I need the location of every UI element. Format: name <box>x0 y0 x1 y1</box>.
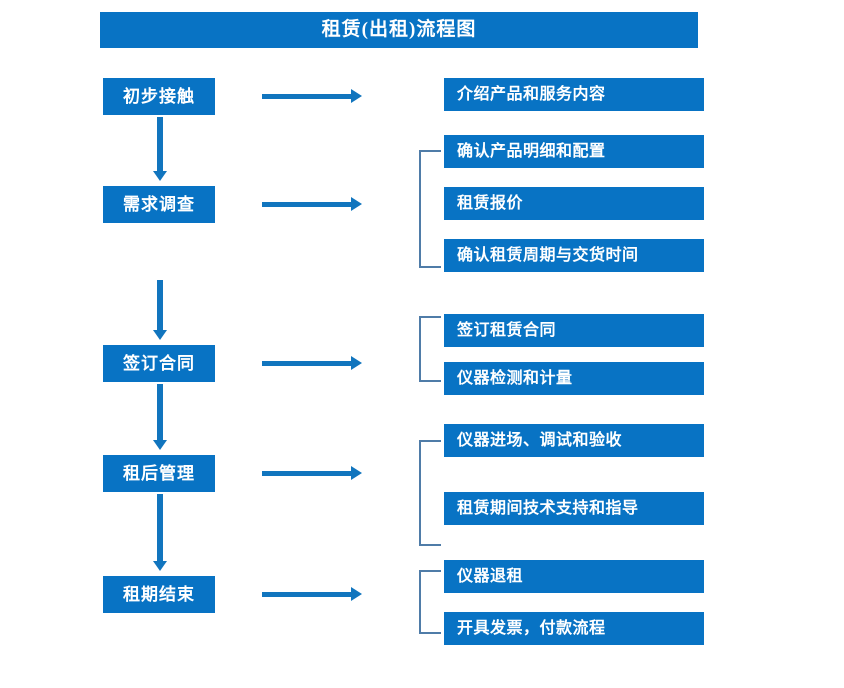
group-bracket-lease-end <box>419 570 441 634</box>
arrow-shaft <box>262 471 351 476</box>
arrow-head <box>351 356 362 370</box>
stage-box-demand-survey[interactable]: 需求调查 <box>103 186 215 223</box>
detail-box-rental-quotation[interactable]: 租赁报价 <box>444 187 704 220</box>
arrow-head <box>153 330 167 340</box>
group-bracket-sign-contract <box>419 316 441 382</box>
arrow-head <box>153 171 167 181</box>
detail-box-instrument-return[interactable]: 仪器退租 <box>444 560 704 593</box>
arrow-shaft <box>262 592 351 597</box>
arrow-shaft <box>157 384 163 440</box>
right-arrow-lease-end <box>262 587 362 601</box>
stage-box-initial-contact[interactable]: 初步接触 <box>103 78 215 115</box>
arrow-shaft <box>262 202 351 207</box>
chart-title: 租赁(出租)流程图 <box>100 12 698 48</box>
down-arrow-contract-to-management <box>151 384 169 452</box>
arrow-shaft <box>157 117 163 171</box>
arrow-shaft <box>262 94 351 99</box>
arrow-shaft <box>157 494 163 561</box>
right-arrow-sign-contract <box>262 356 362 370</box>
arrow-shaft <box>157 280 163 330</box>
group-bracket-post-rental-management <box>419 440 441 546</box>
arrow-head <box>351 197 362 211</box>
arrow-head <box>351 587 362 601</box>
detail-box-confirm-product-spec[interactable]: 确认产品明细和配置 <box>444 135 704 168</box>
detail-box-technical-support[interactable]: 租赁期间技术支持和指导 <box>444 492 704 525</box>
detail-box-invoice-payment[interactable]: 开具发票，付款流程 <box>444 612 704 645</box>
stage-box-post-rental-management[interactable]: 租后管理 <box>103 455 215 492</box>
stage-box-sign-contract[interactable]: 签订合同 <box>103 345 215 382</box>
detail-box-introduce-products[interactable]: 介绍产品和服务内容 <box>444 78 704 111</box>
arrow-head <box>153 561 167 571</box>
stage-box-lease-end[interactable]: 租期结束 <box>103 576 215 613</box>
detail-box-instrument-entry-commissioning[interactable]: 仪器进场、调试和验收 <box>444 424 704 457</box>
down-arrow-survey-to-contract <box>151 280 169 342</box>
arrow-head <box>153 440 167 450</box>
down-arrow-management-to-end <box>151 494 169 573</box>
detail-box-instrument-inspection[interactable]: 仪器检测和计量 <box>444 362 704 395</box>
detail-box-confirm-period-delivery[interactable]: 确认租赁周期与交货时间 <box>444 239 704 272</box>
group-bracket-demand-survey <box>419 150 441 268</box>
right-arrow-demand-survey <box>262 197 362 211</box>
down-arrow-contact-to-survey <box>151 117 169 183</box>
arrow-head <box>351 466 362 480</box>
detail-box-sign-rental-contract[interactable]: 签订租赁合同 <box>444 314 704 347</box>
right-arrow-initial-contact <box>262 89 362 103</box>
arrow-head <box>351 89 362 103</box>
arrow-shaft <box>262 361 351 366</box>
right-arrow-post-rental-management <box>262 466 362 480</box>
